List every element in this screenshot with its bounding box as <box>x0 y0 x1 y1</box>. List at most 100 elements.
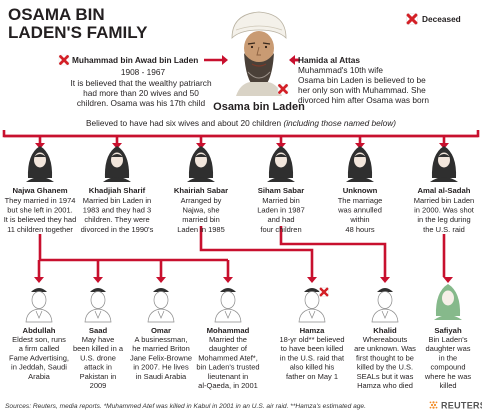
woman-hijab-icon <box>346 146 374 182</box>
boy-cap-icon <box>147 288 175 323</box>
wife-desc-line: Married bin Laden <box>414 196 474 205</box>
mother-desc-line: Muhammad's 10th wife <box>298 65 383 75</box>
child-desc-line: killed <box>439 381 456 390</box>
child-desc-line: he married Briton <box>132 344 190 353</box>
wife-desc-line: 11 children together <box>7 225 73 234</box>
wife-desc-line: 48 hours <box>345 225 374 234</box>
child-desc-line: Whereabouts <box>363 335 408 344</box>
wife-desc-line: and had <box>267 215 294 224</box>
child-desc-line: SEALs but it was <box>357 372 414 381</box>
deceased-x-icon <box>277 83 289 95</box>
girl-hijab-icon <box>434 284 462 320</box>
wives-caption-note: (including those named below) <box>283 118 396 128</box>
boy-cap-icon <box>84 288 112 323</box>
wife-desc-line: Married bin <box>262 196 300 205</box>
wife-desc-line: Laden in 1987 <box>257 206 305 215</box>
boy-cap-icon <box>25 288 53 323</box>
deceased-x-icon <box>406 13 418 25</box>
wife-desc-line: the U.S. raid <box>423 225 465 234</box>
title-line-2: LADEN'S FAMILY <box>8 23 148 42</box>
wife-desc-line: 1983 and they had 3 <box>83 206 151 215</box>
child-desc-line: in the U.S. raid that <box>280 353 345 362</box>
child-name: Abdullah <box>23 326 56 335</box>
wife-desc-line: Najwa, she <box>182 206 219 215</box>
woman-hijab-icon <box>26 146 54 182</box>
osama-portrait <box>228 10 289 96</box>
child-desc-line: Pakistan in <box>80 372 117 381</box>
woman-hijab-icon <box>103 146 131 182</box>
child-desc-line: Hamza who died <box>357 381 413 390</box>
deceased-x-icon <box>58 54 70 66</box>
father-desc-line: children. Osama was his 17th child <box>77 98 206 108</box>
wife-name: Siham Sabar <box>258 186 305 195</box>
father-block: Muhammad bin Awad bin Laden 1908 - 1967 … <box>58 54 212 108</box>
child-desc-line: 18-yr old** believed <box>279 335 344 344</box>
wife-desc-line: divorced in the 1990's <box>81 225 154 234</box>
child-desc-line: al-Qaeda, in 2001 <box>198 381 258 390</box>
wife-desc-line: Laden in 1985 <box>177 225 225 234</box>
child-desc-line: also killed his <box>290 363 335 372</box>
child-desc-line: Jane Felix-Browne <box>130 353 192 362</box>
legend-label: Deceased <box>422 14 461 24</box>
child-desc-line: to have been killed <box>281 344 344 353</box>
wife-desc-line: but she left in 2001. <box>7 206 72 215</box>
wife-desc-line: four children <box>260 225 301 234</box>
child-desc-line: in Jeddah, Saudi <box>11 363 67 372</box>
child-desc-line: where he was <box>424 372 472 381</box>
wife-name: Khadjiah Sharif <box>89 186 146 195</box>
wives-caption-main: Believed to have had six wives and about… <box>86 118 281 128</box>
wife-desc-line: They married in 1974 <box>5 196 76 205</box>
child-desc-line: U.S. drone <box>80 353 116 362</box>
father-name: Muhammad bin Awad bin Laden <box>72 55 198 65</box>
woman-hijab-icon <box>430 146 458 182</box>
child-desc-line: father on May 1 <box>286 372 338 381</box>
child-desc-line: attack in <box>84 363 112 372</box>
child-desc-line: been killed in a <box>73 344 124 353</box>
child-desc-line: lieutenant in <box>208 372 248 381</box>
child-desc-line: are unknown. Was <box>354 344 416 353</box>
child-desc-line: May have <box>82 335 115 344</box>
child-name: Hamza <box>300 326 326 335</box>
father-desc-line: had more than 20 wives and 50 <box>83 88 199 98</box>
reuters-logo: REUTERS <box>429 401 482 411</box>
child-desc-line: Fame Advertising, <box>9 353 69 362</box>
child-desc-line: killed by the U.S. <box>357 363 413 372</box>
boy-cap-icon <box>371 288 399 323</box>
child-desc-line: in the <box>439 353 457 362</box>
child-desc-line: daughter was <box>425 344 470 353</box>
wife-desc-line: It is believed they had <box>4 215 77 224</box>
child-desc-line: Married the <box>209 335 247 344</box>
child-desc-line: 2009 <box>90 381 107 390</box>
wife-name: Najwa Ghanem <box>12 186 67 195</box>
osama-name: Osama bin Laden <box>213 101 305 113</box>
wife-desc-line: Arranged by <box>181 196 222 205</box>
child-name: Mohammad <box>207 326 250 335</box>
father-desc-line: It is believed that the wealthy patriarc… <box>70 78 212 88</box>
mother-desc-line: divorced him after Osama was born <box>298 95 429 105</box>
child-desc-line: Bin Laden's <box>429 335 468 344</box>
child-desc-line: compound <box>430 363 465 372</box>
father-years: 1908 - 1967 <box>121 67 166 77</box>
wife-name: Amal al-Sadah <box>418 186 471 195</box>
mother-desc-line: her only son with Muhammad. She <box>298 85 426 95</box>
child-desc-line: A businessman, <box>135 335 188 344</box>
child-desc-line: daughter of <box>209 344 248 353</box>
child-desc-line: Mohammed Atef*, <box>198 353 258 362</box>
child-name: Omar <box>151 326 171 335</box>
mother-name: Hamida al Attas <box>298 55 360 65</box>
child-desc-line: in Saudi Arabia <box>136 372 187 381</box>
wife-desc-line: The marriage <box>338 196 383 205</box>
child-desc-line: first thought to be <box>356 353 414 362</box>
boy-cap-icon <box>298 288 326 323</box>
